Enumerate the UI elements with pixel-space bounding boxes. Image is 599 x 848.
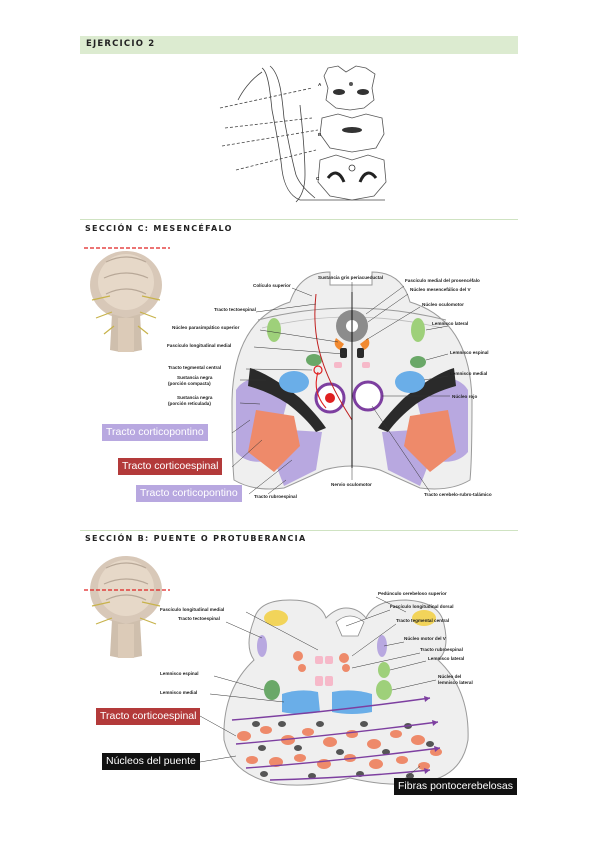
label-nucleo-rojo: Núcleo rojo <box>452 394 477 399</box>
pons-leader-lines <box>209 596 437 703</box>
divider <box>80 219 518 220</box>
label-tracto-tectoespinal-b: Tracto tectoespinal <box>178 616 220 621</box>
mesencephalon-leader-lines <box>239 282 450 495</box>
label-pedunculo: Pedúnculo cerebeloso superior <box>378 591 447 596</box>
label-nucleo-lemnisco: Núcleo del <box>438 674 461 679</box>
label-lemnisco-lateral-b: Lemnisco lateral <box>428 656 464 661</box>
pons-section <box>223 599 469 786</box>
cross-section-thumbnails <box>317 65 387 201</box>
exercise-header-bar: EJERCICIO 2 <box>80 36 518 54</box>
brainstem-sagittal-sketch <box>219 65 385 203</box>
label-fasciculo-longitudinal-medial: Fascículo longitudinal medial <box>167 343 231 348</box>
tag-tracto-corticoespinal-b: Tracto corticoespinal <box>96 708 201 725</box>
tag-tracto-corticopontino-1: Tracto corticopontino <box>102 424 208 441</box>
exercise-title: EJERCICIO 2 <box>86 39 156 49</box>
label-nucleo-motor: Núcleo motor del V <box>404 636 447 641</box>
label-lemnisco-medial-b: Lemnisco medial <box>160 690 197 695</box>
label-fasciculo-longitudinal-dorsal: Fascículo longitudinal dorsal <box>390 604 454 609</box>
section-c-title: SECCIÓN C: MESENCÉFALO <box>85 224 233 233</box>
label-lemnisco-espinal-b: Lemnisco espinal <box>160 671 199 676</box>
label-sustancia-negra-compacta: Sustancia negra <box>177 375 213 380</box>
mini-label-b: B <box>318 132 322 137</box>
label-fasciculo-prosencefalo: Fascículo medial del prosencéfalo <box>405 278 480 283</box>
label-lemnisco-lateral: Lemnisco lateral <box>432 321 468 326</box>
label-tracto-rubroespinal: Tracto rubroespinal <box>254 494 297 499</box>
mini-label-c: C <box>316 176 320 181</box>
label-tracto-tegmental: Tracto tegmental central <box>168 365 221 370</box>
mini-label-a: A <box>318 82 322 87</box>
mesencephalon-section <box>231 271 473 490</box>
brainstem-illustration-b <box>84 556 170 658</box>
label-tracto-rubroespinal-b: Tracto rubroespinal <box>420 647 463 652</box>
label-fasciculo-longitudinal-medial-b: Fascículo longitudinal medial <box>160 607 224 612</box>
label-sustancia-negra-reticulada-2: (porción reticulada) <box>168 401 211 406</box>
label-lemnisco-espinal: Lemnisco espinal <box>450 350 489 355</box>
label-tracto-tectoespinal: Tracto tectoespinal <box>214 307 256 312</box>
label-nucleo-parasimpatico: Núcleo parasimpático superior <box>172 325 240 330</box>
divider <box>80 530 518 531</box>
label-nucleo-mesencefalico: Núcleo mesencefálico del V <box>410 287 471 292</box>
label-nucleo-lemnisco-2: lemnisco lateral <box>438 680 473 685</box>
section-b-title: SECCIÓN B: PUENTE O PROTUBERANCIA <box>85 534 307 543</box>
label-tracto-cerebelo: Tracto cerebelo-rubro-talámico <box>424 492 492 497</box>
label-sustancia-gris: Sustancia gris periacueductal <box>318 275 383 280</box>
tag-nucleos-del-puente: Núcleos del puente <box>102 753 200 770</box>
tag-fibras-pontocerebelosas: Fibras pontocerebelosas <box>394 778 517 795</box>
label-sustancia-negra-compacta-2: (porción compacta) <box>168 381 211 386</box>
brainstem-illustration-c <box>84 247 170 352</box>
label-lemnisco-medial: Lemnisco medial <box>450 371 487 376</box>
label-nervio-oculomotor: Nervio oculomotor <box>331 482 372 487</box>
label-sustancia-negra-reticulada: Sustancia negra <box>177 395 213 400</box>
label-coliculo: Colículo superior <box>253 283 291 288</box>
tag-tracto-corticopontino-2: Tracto corticopontino <box>136 485 242 502</box>
label-nucleo-oculomotor: Núcleo oculomotor <box>422 302 464 307</box>
label-tracto-tegmental-b: Tracto tegmental central <box>396 618 449 623</box>
tag-tracto-corticoespinal: Tracto corticoespinal <box>118 458 223 475</box>
